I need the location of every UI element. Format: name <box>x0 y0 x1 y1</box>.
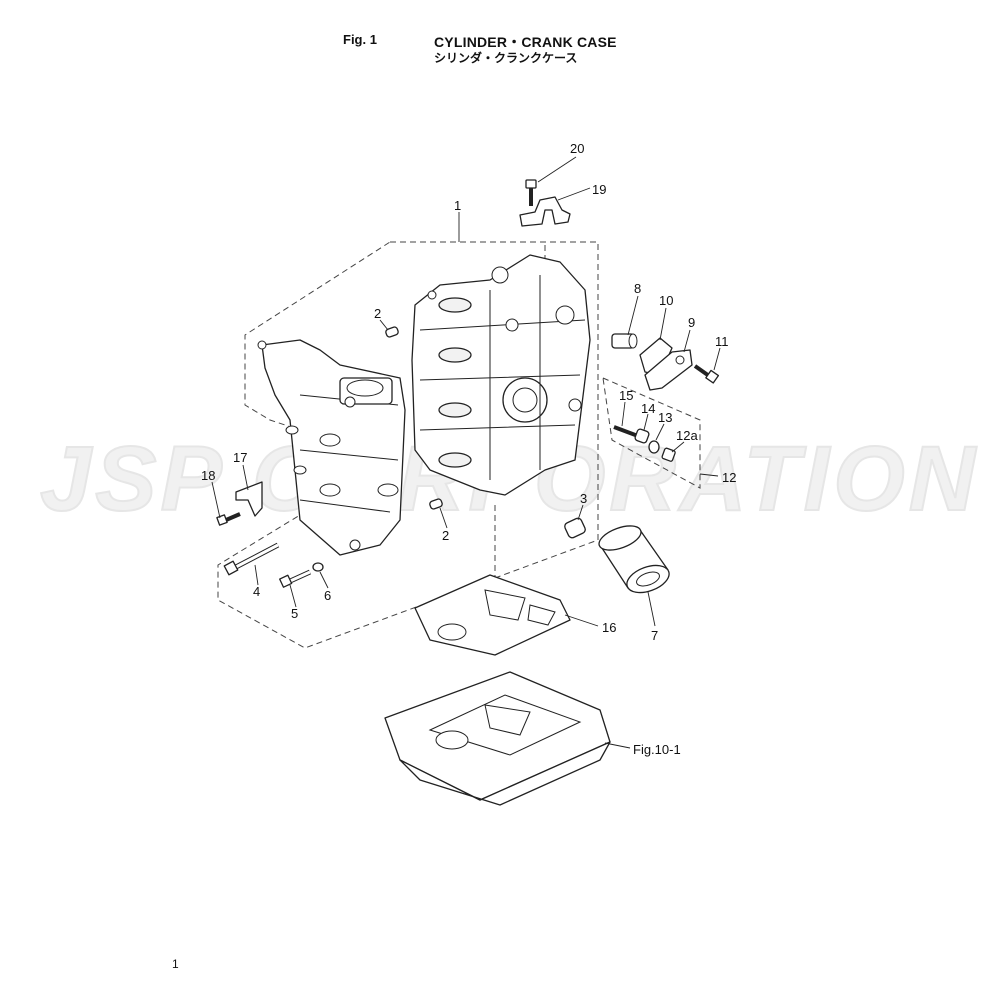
callout-12: 12 <box>722 470 736 485</box>
callout-2: 2 <box>442 528 449 543</box>
relief-valve-parts <box>613 425 676 462</box>
cylinder-block <box>257 339 406 556</box>
crank-case <box>411 254 591 496</box>
thermostat-cover <box>644 349 693 391</box>
leader-lines <box>211 156 721 749</box>
callout-3: 3 <box>580 491 587 506</box>
callout-4: 4 <box>253 584 260 599</box>
bracket <box>235 481 263 517</box>
callout-10: 10 <box>659 293 673 308</box>
long-bolt <box>223 542 280 576</box>
callout-12a: 12a <box>676 428 698 443</box>
group-12-outline <box>602 377 701 489</box>
callout-7: 7 <box>651 628 658 643</box>
callout-16: 16 <box>602 620 616 635</box>
figure-title-japanese: シリンダ・クランクケース <box>434 51 578 65</box>
callout-11: 11 <box>715 334 729 349</box>
callout-8: 8 <box>634 281 641 296</box>
washer <box>312 562 324 572</box>
cover-bolt <box>693 364 720 384</box>
page-number: 1 <box>172 957 179 971</box>
callout-2: 2 <box>374 306 381 321</box>
collar <box>564 517 586 539</box>
callout-15: 15 <box>619 388 633 403</box>
callout-9: 9 <box>688 315 695 330</box>
callout-5: 5 <box>291 606 298 621</box>
short-bolt <box>279 569 312 588</box>
callout-19: 19 <box>592 182 606 197</box>
crankcase-gasket <box>414 574 571 656</box>
reference-fig-10-1: Fig.10-1 <box>633 742 681 757</box>
thermostat-fitting <box>611 333 638 349</box>
callout-14: 14 <box>641 401 655 416</box>
oil-pan <box>384 671 611 806</box>
callout-1: 1 <box>454 198 461 213</box>
figure-title: CYLINDER・CRANK CASE <box>434 34 617 50</box>
callout-labels: 1 2 2 3 4 5 6 7 8 9 10 11 12 12a 13 14 1… <box>201 141 736 757</box>
callout-13: 13 <box>658 410 672 425</box>
group-1-outline <box>217 241 599 649</box>
clamp-bolt <box>525 179 537 206</box>
dowel-pin <box>385 326 443 510</box>
figure-number: Fig. 1 <box>343 32 377 47</box>
hose-clamp <box>519 196 571 227</box>
callout-18: 18 <box>201 468 215 483</box>
callout-6: 6 <box>324 588 331 603</box>
oil-filter <box>598 525 670 594</box>
callout-17: 17 <box>233 450 247 465</box>
callout-20: 20 <box>570 141 584 156</box>
